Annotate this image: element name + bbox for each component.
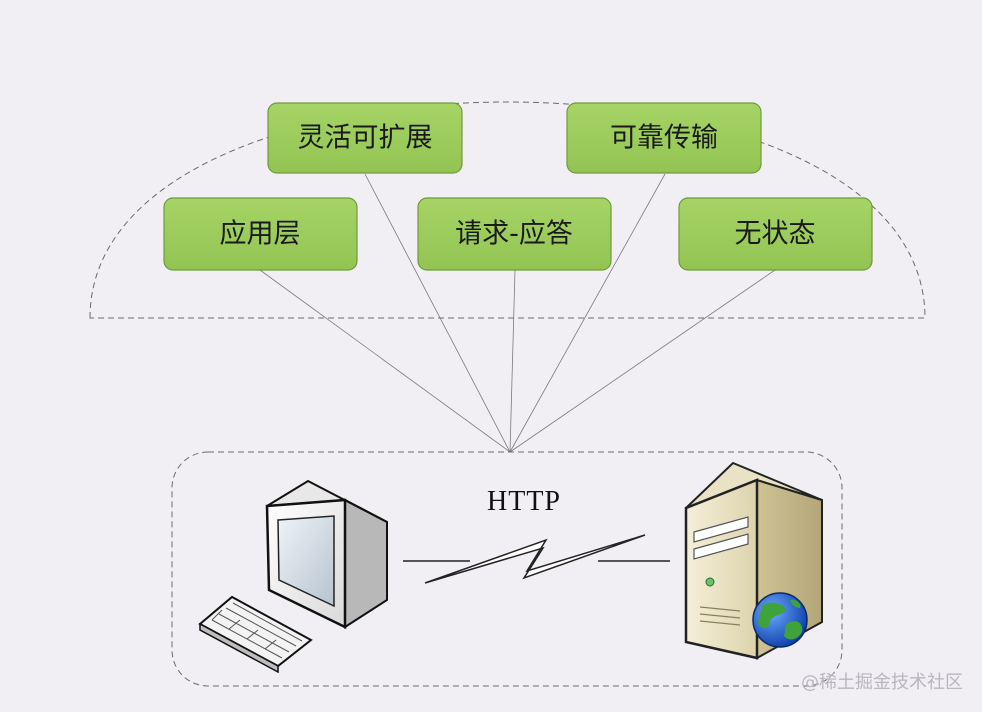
feature-connector-lines [259, 173, 776, 453]
desktop-computer-icon [198, 479, 388, 674]
keyboard-keys [211, 602, 303, 659]
feature-box-reliable: 可靠传输 [566, 102, 762, 174]
network-container-outline [171, 451, 843, 687]
feature-dome-outline [89, 101, 926, 319]
feature-box-request-response: 请求-应答 [417, 197, 612, 271]
feature-label-reliable: 可靠传输 [610, 123, 718, 154]
feature-label-request-response: 请求-应答 [455, 219, 573, 250]
feature-box-flexible: 灵活可扩展 [267, 102, 463, 174]
feature-box-application-layer: 应用层 [163, 197, 358, 271]
feature-label-flexible: 灵活可扩展 [298, 123, 433, 154]
feature-box-stateless: 无状态 [678, 197, 873, 271]
feature-label-stateless: 无状态 [735, 219, 816, 250]
connection-link [403, 534, 670, 584]
protocol-label: HTTP [487, 486, 561, 517]
watermark-text: @稀土掘金技术社区 [801, 672, 963, 693]
feature-label-application-layer: 应用层 [220, 219, 301, 250]
globe-icon [752, 592, 808, 648]
lightning-bolt-icon [424, 534, 646, 584]
